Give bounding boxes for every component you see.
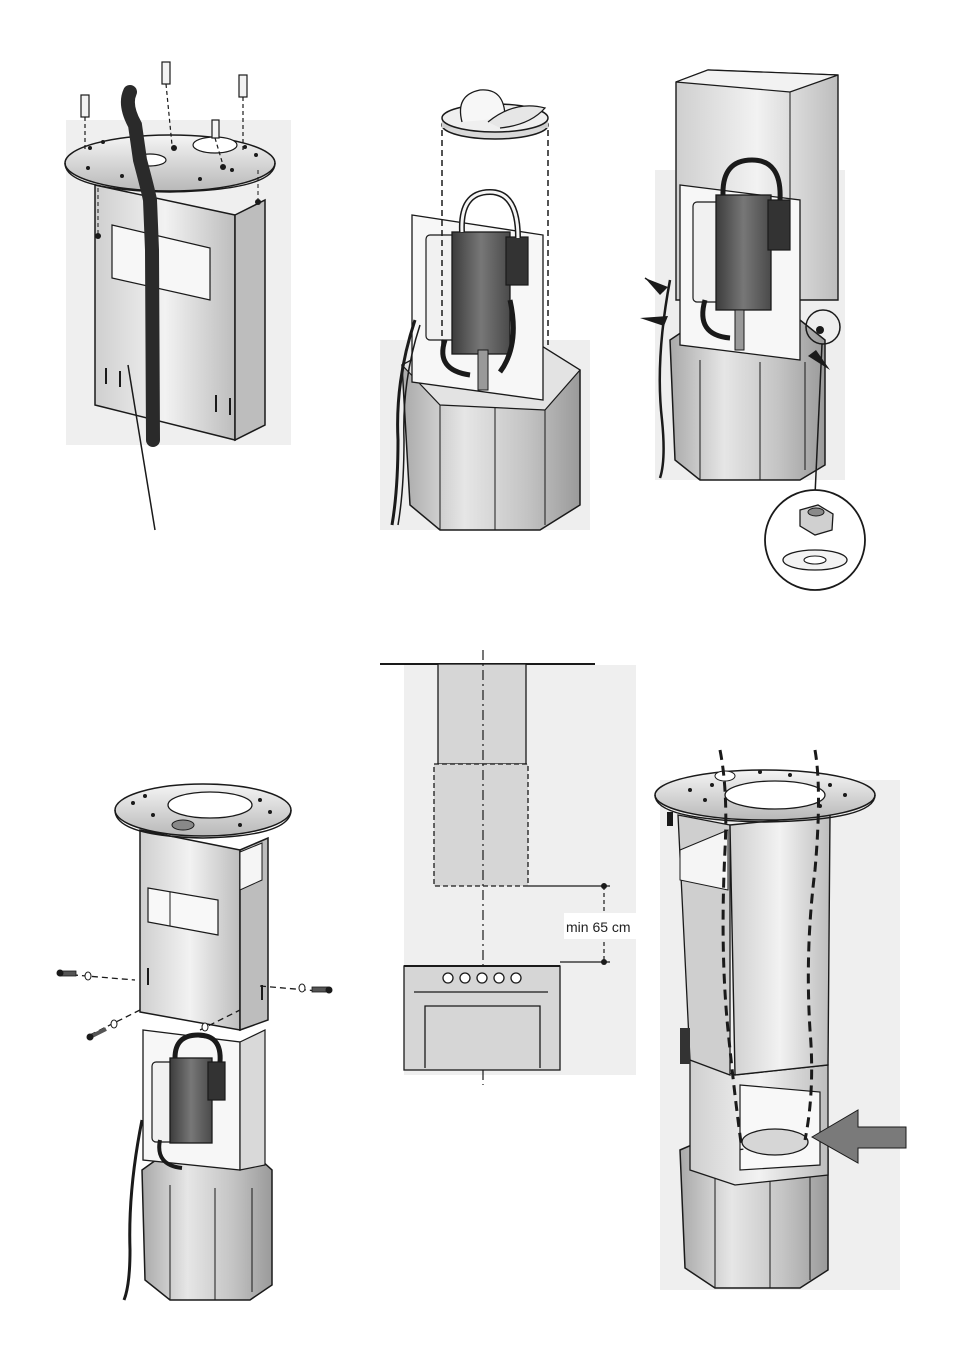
figure-1-support-frame [65,62,291,530]
fig4-motor-box [170,1058,212,1143]
fig2-connector [506,237,528,285]
fig6-valve-opening [742,1129,808,1155]
fig3-motor-box [716,195,771,310]
fig1-ceiling-plate [65,135,275,191]
fig5-chimney-lower [434,764,528,886]
fig6-duct-hole [725,781,825,809]
figure-6-final-chimney [655,750,906,1290]
fig5-chimney-upper [438,664,526,764]
figure-2-motor-unit [380,90,590,530]
fig1-side-panel [235,200,265,440]
fig2-motor-box [452,232,510,354]
fig3-nut-detail [765,490,865,590]
fig1-front-panel [95,185,235,440]
figure-5-height-diagram: min 65 cm [380,650,640,1085]
fig5-dimension-label: min 65 cm [566,919,631,935]
fig4-duct-hole [168,792,252,818]
figure-3-chimney-sleeve [640,70,865,590]
figure-4-assembled-frame [57,784,333,1300]
